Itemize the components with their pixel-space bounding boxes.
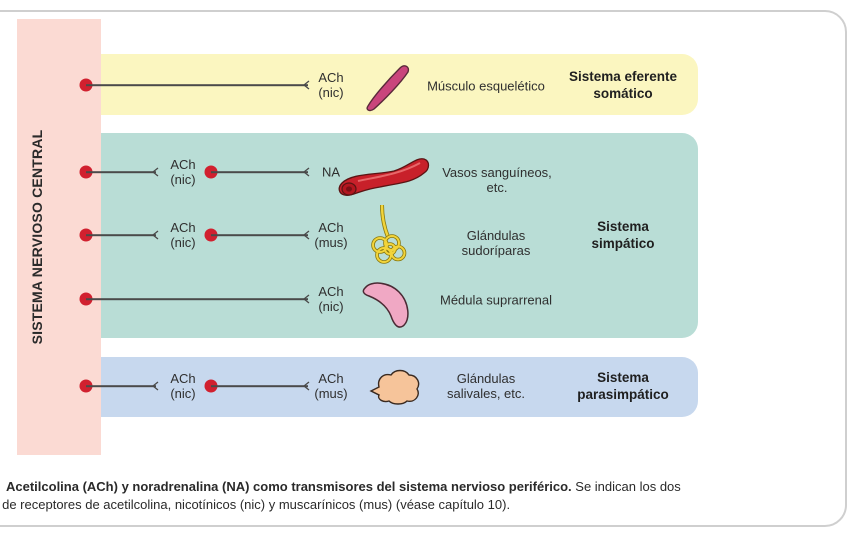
preganglionic-axon (86, 234, 156, 236)
synapse-terminal-icon (302, 381, 310, 391)
synapse-terminal-icon (302, 230, 310, 240)
postganglionic-axon (211, 385, 308, 387)
neurotransmitter-label: ACh(nic) (318, 284, 344, 314)
postganglionic-axon (211, 171, 308, 173)
target-organ-label: Médula suprarrenal (439, 292, 553, 308)
salivary-gland-icon (369, 369, 420, 405)
synapse-terminal-icon (151, 230, 159, 240)
caption-title: Acetilcolina (ACh) y noradrenalina (NA) … (6, 479, 572, 494)
preganglionic-axon (86, 171, 156, 173)
neurotransmitter-label: ACh(nic) (318, 70, 344, 100)
blood-vessel-icon (338, 158, 430, 196)
figure-caption: Acetilcolina (ACh) y noradrenalina (NA) … (0, 478, 852, 514)
caption-text-line2: s de receptores de acetilcolina, nicotín… (0, 497, 511, 512)
muscle-icon (366, 65, 410, 112)
cns-label: SISTEMA NERVIOSO CENTRAL (29, 129, 45, 345)
synapse-terminal-icon (302, 294, 310, 304)
neurotransmitter-label: ACh(mus) (314, 371, 348, 401)
target-organ-label: Vasos sanguíneos,etc. (442, 165, 552, 195)
neurotransmitter-label: NA (321, 164, 341, 180)
ganglion-neurotransmitter-label: ACh(nic) (170, 157, 196, 187)
caption-text: Se indican los dos (571, 479, 681, 494)
synapse-terminal-icon (302, 80, 310, 90)
neurotransmitter-label: ACh(mus) (314, 220, 348, 250)
preganglionic-axon (86, 385, 156, 387)
adrenal-medulla-icon (362, 282, 409, 328)
synapse-terminal-icon (302, 167, 310, 177)
ganglion-neurotransmitter-label: ACh(nic) (170, 371, 196, 401)
ganglion-neurotransmitter-label: ACh(nic) (170, 220, 196, 250)
motor-axon (86, 84, 308, 86)
synapse-terminal-icon (151, 167, 159, 177)
synapse-terminal-icon (151, 381, 159, 391)
postganglionic-axon (211, 234, 308, 236)
target-organ-label: Músculo esquelético (427, 78, 545, 94)
preganglionic-axon (86, 298, 308, 300)
sweat-gland-icon (371, 204, 407, 264)
